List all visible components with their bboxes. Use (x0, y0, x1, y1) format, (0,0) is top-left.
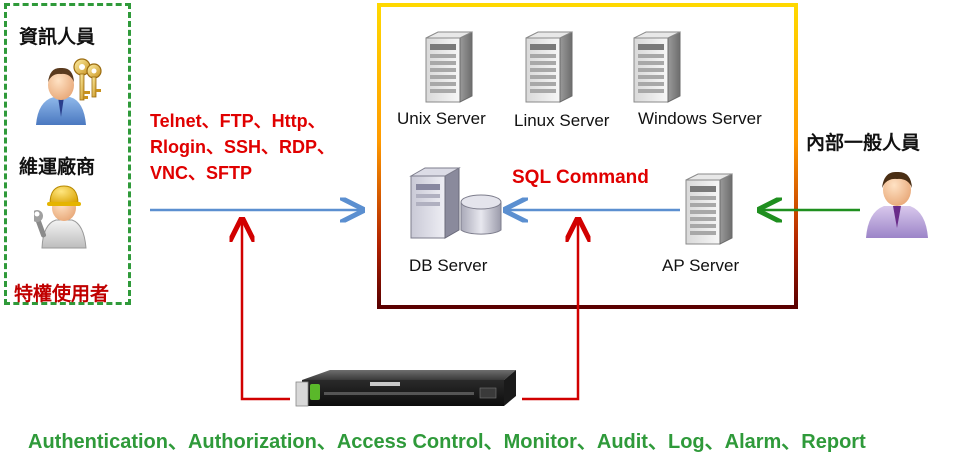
db-server-label: DB Server (409, 256, 488, 275)
unix-server-label: Unix Server (397, 109, 486, 128)
bottom-caption: Authentication、Authorization、Access Cont… (28, 431, 866, 453)
linux-server-label: Linux Server (514, 111, 610, 130)
privileged-users-label: 特權使用者 (14, 283, 110, 305)
sql-command-label: SQL Command (512, 167, 649, 188)
database-server-icon (409, 167, 502, 239)
protocol-line-1: Telnet、FTP、Http、 (150, 111, 326, 131)
protocol-line-2: Rlogin、SSH、RDP、 (150, 137, 336, 157)
wrench-icon (34, 210, 47, 238)
it-staff-label: 資訊人員 (19, 26, 96, 48)
vendor-label: 維運廠商 (19, 156, 96, 178)
rack-appliance-icon (295, 370, 516, 407)
ap-server-label: AP Server (662, 256, 740, 275)
internal-user-label: 內部一般人員 (806, 132, 921, 154)
it-staff-person-icon (36, 58, 102, 125)
windows-server-label: Windows Server (638, 109, 762, 128)
keys-icon (73, 58, 102, 101)
protocol-line-3: VNC、SFTP (150, 163, 253, 183)
appliance-to-user-path-arrow (242, 222, 290, 401)
appliance-to-sql-path-arrow (522, 222, 578, 401)
privileged-users-group (4, 3, 131, 305)
vendor-worker-icon (34, 185, 87, 249)
internal-user-icon (866, 171, 928, 238)
